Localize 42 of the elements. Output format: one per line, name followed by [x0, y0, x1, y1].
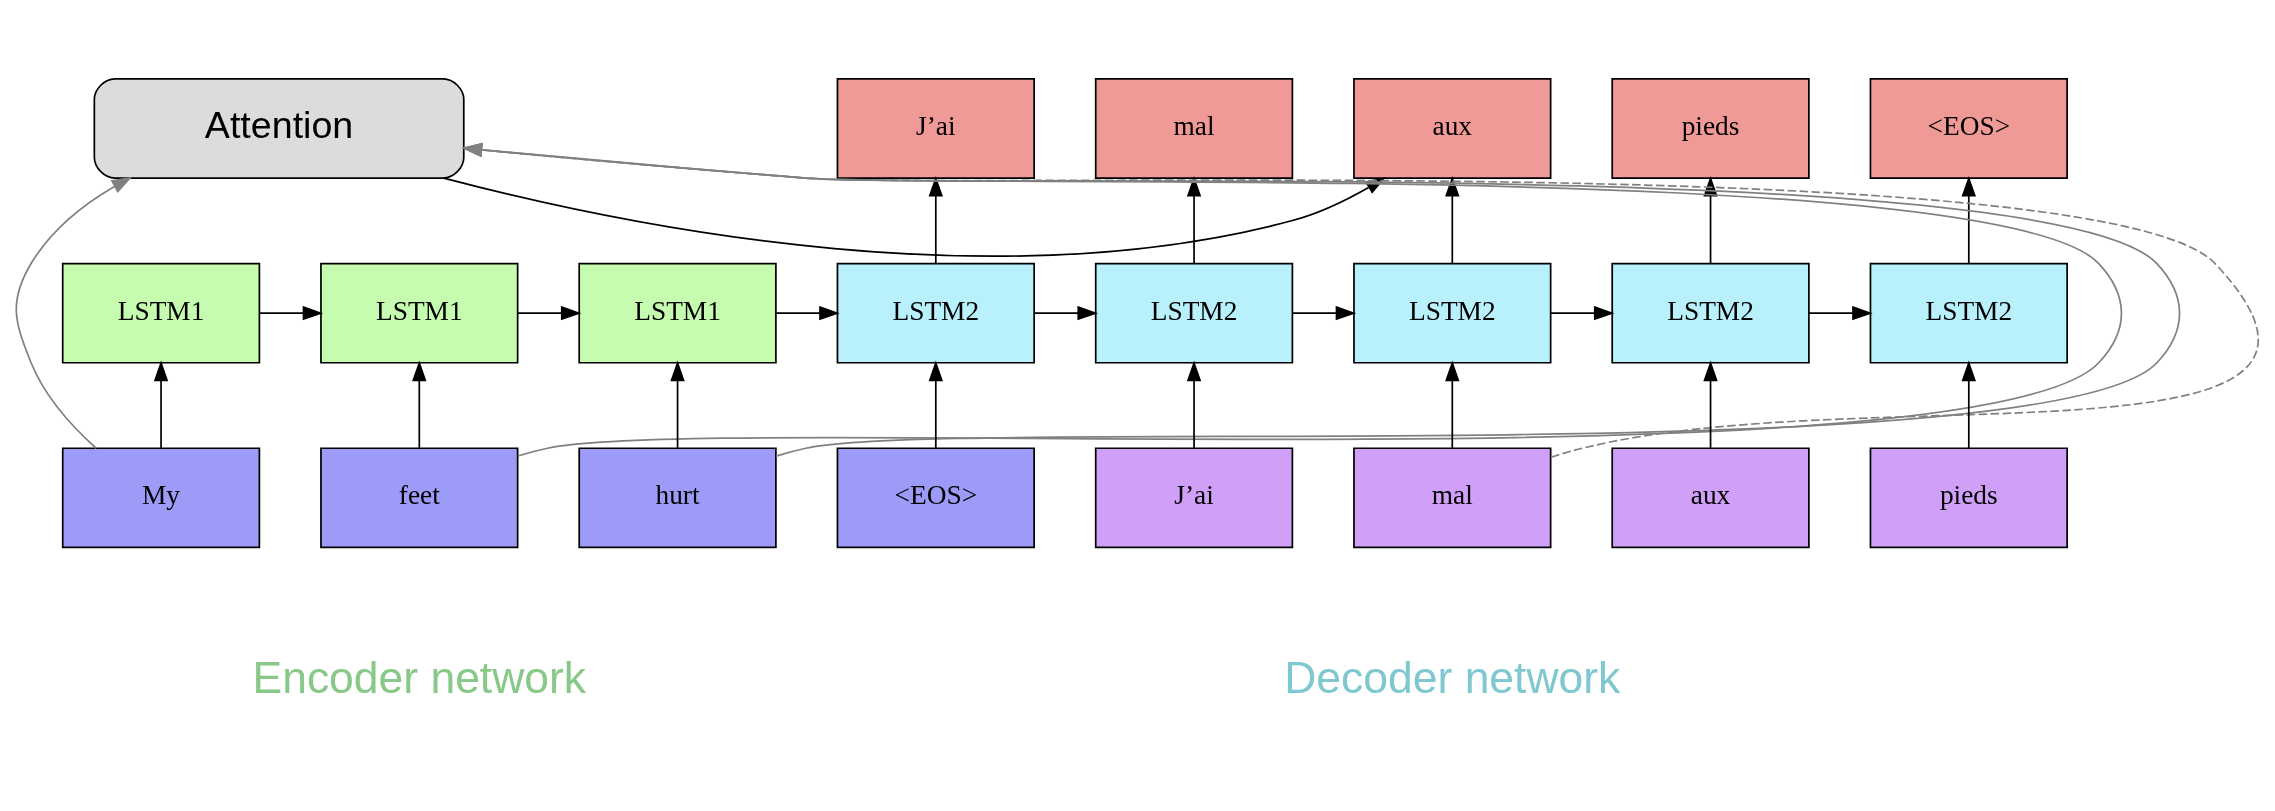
label: Encoder network: [252, 653, 587, 703]
node-box: My: [61, 447, 261, 549]
node-box: feet: [320, 447, 519, 549]
arrow: [928, 360, 943, 449]
node-box: hurt: [578, 447, 777, 549]
node-box: LSTM1: [61, 262, 261, 364]
arrow: [1186, 360, 1202, 449]
arrow: [775, 305, 840, 321]
arrow: [670, 360, 685, 449]
node-box: aux: [1611, 447, 1810, 549]
node-box: Attention: [93, 78, 465, 179]
node-box: pieds: [1611, 78, 1810, 179]
arrow: [1549, 305, 1615, 321]
node-box: LSTM2: [836, 262, 1035, 364]
node-box: LSTM1: [578, 262, 777, 364]
node-box: J’ai: [836, 78, 1035, 179]
arrow: [258, 305, 324, 321]
arrow: [516, 305, 582, 321]
arrow: [1961, 360, 1976, 449]
node-box: mal: [1094, 78, 1294, 179]
arrow: [1291, 305, 1357, 321]
arrow: [412, 360, 427, 449]
node-box: LSTM1: [320, 262, 519, 364]
label: Decoder network: [1284, 653, 1621, 703]
node-box: LSTM2: [1094, 262, 1294, 364]
arrow: [1961, 175, 1976, 265]
node-box: aux: [1353, 78, 1552, 179]
node-box: <EOS>: [836, 447, 1035, 549]
node-box: mal: [1353, 447, 1552, 549]
arrow: [1445, 360, 1460, 449]
arrow: [1808, 305, 1873, 321]
arrow: [1703, 360, 1718, 449]
node-box: LSTM2: [1611, 262, 1810, 364]
node-box: LSTM2: [1353, 262, 1552, 364]
arrow: [153, 360, 169, 449]
node-box: LSTM2: [1869, 262, 2068, 364]
node-box: J’ai: [1094, 447, 1294, 549]
arrow: [15, 176, 133, 450]
arrow: [928, 175, 943, 265]
node-box: <EOS>: [1869, 78, 2068, 179]
arrow: [1033, 305, 1098, 321]
node-box: pieds: [1869, 447, 2068, 549]
